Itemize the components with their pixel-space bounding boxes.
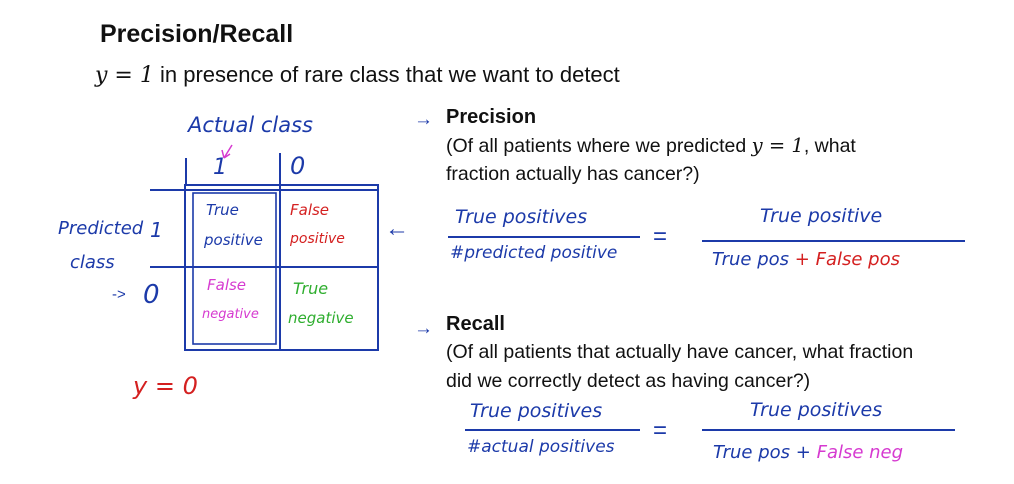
row-pointer-icon: ->	[112, 286, 126, 303]
predicted-class-label-line2: class	[70, 252, 115, 273]
cell-fp-line1: False	[290, 201, 330, 219]
recall-frac2-den-b: False neg	[816, 442, 904, 463]
recall-frac2-den-a: True pos	[713, 442, 791, 463]
subtitle: y = 1 in presence of rare class that we …	[95, 62, 620, 88]
recall-frac2-num: True positives	[750, 399, 883, 421]
precision-desc-math: y = 1	[751, 134, 804, 157]
precision-frac1-den: #predicted positive	[450, 243, 618, 263]
recall-equals: =	[653, 417, 668, 444]
cell-fp-line2: positive	[290, 231, 345, 247]
left-arrow-icon: ←	[385, 215, 409, 242]
precision-frac1-num: True positives	[455, 206, 588, 228]
recall-frac2-den-plus: +	[795, 442, 811, 463]
subtitle-text: in presence of rare class that we want t…	[159, 62, 620, 87]
predicted-class-label: Predicted	[58, 218, 144, 239]
precision-desc-line2: fraction actually has cancer?)	[446, 163, 700, 185]
cell-tn-line1: True	[293, 279, 329, 298]
subtitle-math: y = 1	[95, 63, 154, 88]
precision-desc-pre: (Of all patients where we predicted	[446, 135, 747, 157]
cell-tp-line2: positive	[204, 231, 263, 249]
precision-heading: Precision	[446, 106, 537, 128]
y-zero-note: y = 0	[133, 372, 198, 400]
matrix-inner-box	[192, 192, 277, 345]
right-arrow-icon: →	[414, 109, 433, 130]
cell-tp-line1: True	[206, 201, 239, 219]
recall-heading: Recall	[446, 313, 505, 335]
right-arrow-icon: →	[414, 318, 433, 339]
recall-frac1-den: #actual positives	[467, 437, 615, 457]
precision-frac2-den-a: True pos	[712, 249, 790, 270]
cell-fn-line1: False	[207, 276, 247, 294]
cell-fn-line2: negative	[202, 307, 259, 322]
precision-frac2-den-plus: +	[794, 249, 810, 270]
precision-desc-line1: (Of all patients where we predicted y = …	[446, 131, 856, 161]
matrix-pointer-mark	[221, 144, 233, 159]
actual-class-label: Actual class	[188, 113, 313, 137]
recall-desc-line1: (Of all patients that actually have canc…	[446, 341, 914, 363]
predicted-row-1-label: 1	[150, 218, 163, 242]
page-title: Precision/Recall	[100, 20, 294, 48]
cell-tn-line2: negative	[288, 309, 354, 327]
precision-desc-post: , what	[803, 135, 856, 157]
recall-frac1-num: True positives	[470, 400, 603, 422]
precision-equals: =	[653, 223, 668, 250]
predicted-row-0-label: 0	[143, 280, 160, 310]
precision-frac2-num: True positive	[760, 205, 883, 227]
precision-frac2-den-b: False pos	[815, 249, 900, 270]
actual-col-0-label: 0	[290, 152, 306, 180]
precision-frac2-den: True pos + False pos	[712, 249, 900, 270]
actual-col-1-label: 1	[213, 155, 227, 180]
recall-desc-line2: did we correctly detect as having cancer…	[446, 370, 811, 392]
recall-frac2-den: True pos + False neg	[713, 442, 903, 463]
